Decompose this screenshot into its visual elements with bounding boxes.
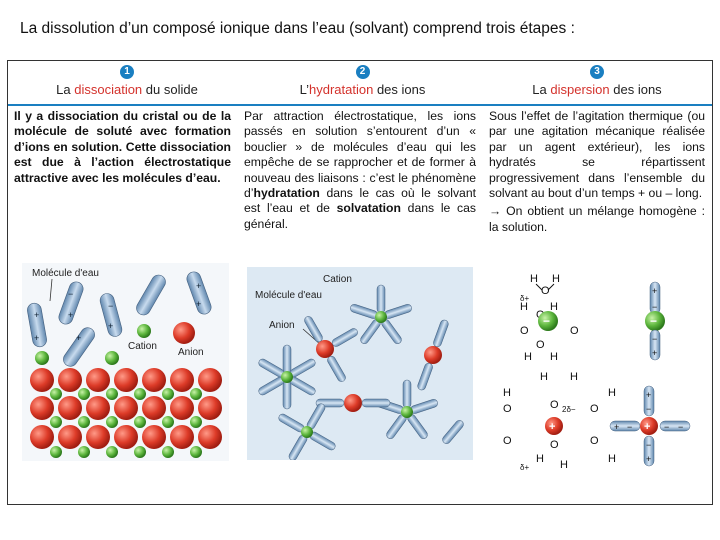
svg-text:H: H — [530, 273, 538, 285]
step-2-text-part2: dans le cas où le solvant est l’eau et d… — [244, 186, 476, 216]
svg-text:+: + — [108, 321, 113, 331]
svg-text:+: + — [34, 333, 39, 343]
svg-text:−: − — [68, 289, 73, 299]
svg-text:+: + — [646, 390, 651, 400]
step-1-pre: La — [56, 82, 75, 97]
dispersion-illustration: HH O δ+ HH O − OO O HH +− − −+ HH HO OO … — [490, 268, 702, 480]
svg-text:−: − — [543, 314, 550, 328]
svg-text:−: − — [652, 334, 657, 344]
svg-text:+: + — [196, 299, 201, 309]
svg-text:−: − — [646, 404, 651, 414]
svg-text:H: H — [524, 351, 532, 363]
water-molecule-label: Molécule d'eau — [32, 268, 99, 279]
svg-text:H: H — [550, 351, 558, 363]
water-molecules: + + − + + − + + + — [27, 271, 212, 367]
svg-text:+: + — [34, 310, 39, 320]
page-title: La dissolution d’un composé ionique dans… — [20, 20, 575, 37]
svg-text:O: O — [503, 403, 512, 415]
hydration-illustration: Cation Molécule d'eau Anion — [247, 267, 473, 462]
step-3-header: 3 La dispersion des ions — [482, 62, 712, 102]
svg-text:O: O — [550, 399, 559, 411]
step-2-text-part1: Par attraction électrostatique, les ions… — [244, 109, 476, 201]
svg-text:O: O — [520, 325, 529, 337]
svg-text:−: − — [650, 314, 657, 328]
svg-text:2δ−: 2δ− — [562, 405, 576, 414]
svg-text:H: H — [560, 459, 568, 471]
svg-text:O: O — [590, 403, 599, 415]
svg-text:H: H — [550, 301, 558, 313]
svg-text:H: H — [536, 453, 544, 465]
svg-text:H: H — [540, 371, 548, 383]
svg-text:δ+: δ+ — [520, 294, 529, 303]
water-molecule-label-2: Molécule d'eau — [255, 290, 322, 301]
step-2-text: Par attraction électrostatique, les ions… — [244, 109, 476, 232]
step-2-text-part3: dans le cas général. — [244, 201, 476, 231]
cation-label-2: Cation — [323, 274, 352, 285]
step-3-text: Sous l’effet de l’agitation thermique (o… — [489, 109, 705, 235]
step-1-keyword: dissociation — [74, 82, 143, 97]
svg-text:O: O — [541, 285, 550, 297]
step-2-post: des ions — [373, 82, 426, 97]
svg-text:+: + — [76, 333, 81, 343]
step-3-post: des ions — [609, 82, 662, 97]
ionic-crystal — [30, 368, 222, 458]
step-3-conclusion: → On obtient un mélange homogène : la so… — [489, 204, 705, 234]
step-2-keyword: hydratation — [309, 82, 374, 97]
svg-text:H: H — [552, 273, 560, 285]
svg-text:δ+: δ+ — [520, 463, 529, 472]
svg-text:O: O — [590, 435, 599, 447]
svg-text:H: H — [570, 371, 578, 383]
step-2-term-solvatation: solvatation — [336, 201, 401, 216]
svg-text:O: O — [536, 339, 545, 351]
svg-text:−: − — [664, 422, 669, 432]
svg-text:−: − — [652, 302, 657, 312]
svg-text:H: H — [608, 453, 616, 465]
cation-label: Cation — [128, 341, 157, 352]
step-1-post: du solide — [142, 82, 198, 97]
svg-text:O: O — [550, 439, 559, 451]
step-1-header: 1 La dissociation du solide — [12, 62, 242, 102]
step-3-number: 3 — [590, 65, 604, 79]
svg-text:+: + — [652, 348, 657, 358]
header-divider — [8, 104, 712, 106]
svg-text:H: H — [520, 301, 528, 313]
svg-text:+: + — [646, 454, 651, 464]
step-1-text: Il y a dissociation du cristal ou de la … — [14, 109, 231, 185]
step-2-term-hydratation: hydratation — [253, 186, 320, 201]
step-3-pre: La — [532, 82, 551, 97]
step-1-number: 1 — [120, 65, 134, 79]
svg-text:+: + — [68, 310, 73, 320]
svg-text:O: O — [570, 325, 579, 337]
svg-text:−: − — [678, 422, 683, 432]
svg-text:O: O — [503, 435, 512, 447]
svg-text:+: + — [196, 281, 201, 291]
step-3-keyword: dispersion — [550, 82, 610, 97]
step-2-number: 2 — [355, 65, 370, 79]
step-3-text-part1: Sous l’effet de l’agitation thermique (o… — [489, 109, 705, 201]
svg-text:H: H — [503, 387, 511, 399]
dissociation-illustration: Molécule d'eau + + − + + − + + + Cation Anio… — [22, 263, 229, 461]
svg-text:H: H — [608, 387, 616, 399]
step-2-header: 2 L’hydratation des ions — [245, 62, 480, 102]
step-2-pre: L’ — [299, 82, 310, 97]
svg-text:−: − — [646, 440, 651, 450]
svg-text:+: + — [644, 421, 650, 433]
svg-text:+: + — [549, 421, 555, 433]
svg-text:+: + — [614, 422, 619, 432]
anion-label-2: Anion — [269, 320, 295, 331]
anion-label: Anion — [178, 347, 204, 358]
svg-text:−: − — [108, 301, 113, 311]
svg-text:−: − — [627, 422, 632, 432]
svg-text:+: + — [652, 286, 657, 296]
